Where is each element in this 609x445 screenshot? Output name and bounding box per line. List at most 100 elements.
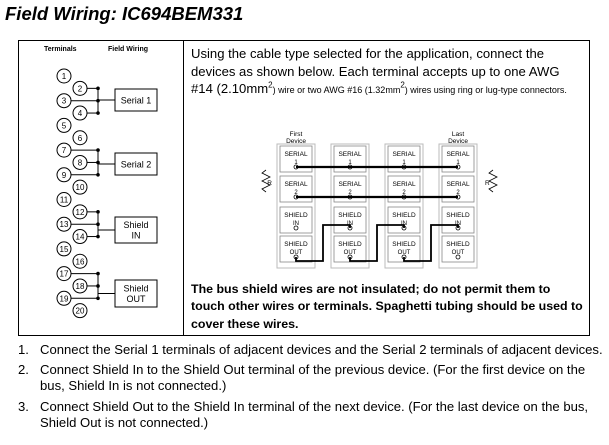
first-device-label: Device <box>286 138 306 145</box>
device-terminal-sub: 1 <box>456 160 460 166</box>
terminal-group-label: Shield <box>123 220 148 230</box>
terminal-group-label: IN <box>132 231 141 241</box>
device-terminal-sub: 1 <box>402 160 406 166</box>
terminal-number: 1 <box>62 72 67 81</box>
list-text: Connect the Serial 1 terminals of adjace… <box>40 342 603 357</box>
device-terminal-screw <box>455 254 461 260</box>
terminal-circle <box>56 68 72 84</box>
device-terminal-sub: 2 <box>294 190 298 196</box>
shield-jumper-wire <box>403 224 459 262</box>
list-item: 2. Connect Shield In to the Shield Out te… <box>18 362 603 394</box>
list-number: 3. <box>18 398 29 414</box>
junction-dot <box>96 111 100 115</box>
device-terminal-sub: 1 <box>348 160 352 166</box>
terminal-circle <box>56 167 72 183</box>
device-terminal-label: SHIELD <box>284 241 308 248</box>
termination-resistor-label: R <box>485 180 490 187</box>
terminal-number: 8 <box>78 158 83 167</box>
list-item: 3. Connect Shield Out to the Shield In te… <box>18 399 603 431</box>
device-terminal-sub: IN <box>401 221 407 227</box>
device-terminal-sub: IN <box>347 221 353 227</box>
terminal-circle <box>72 253 88 269</box>
last-device-label: Last <box>452 131 464 138</box>
terminal-circle <box>72 154 88 170</box>
junction-dot <box>96 271 100 276</box>
device-terminal-sub: OUT <box>290 250 303 256</box>
junction-dot <box>96 160 100 165</box>
terminal-number: 5 <box>62 121 67 130</box>
terminal-group-label: Shield <box>123 284 148 294</box>
device-terminal-label: SHIELD <box>392 241 416 248</box>
termination-resistor-label: R <box>267 180 272 187</box>
last-device-label: Device <box>448 138 468 145</box>
device-terminal-sub: 1 <box>294 160 298 166</box>
terminals-column-header: Terminals <box>44 46 77 53</box>
device-terminal-label: SHIELD <box>284 212 308 219</box>
terminal-group-box <box>114 279 158 308</box>
device-terminal-label: SERIAL <box>284 181 308 188</box>
device-terminal-label: SHIELD <box>446 241 470 248</box>
device-terminal-box <box>333 206 367 234</box>
intro-sup-1: 2 <box>268 81 273 91</box>
device-terminal-label: SERIAL <box>338 181 362 188</box>
terminal-circle <box>56 241 72 257</box>
device-terminal-label: SERIAL <box>284 151 308 158</box>
page-title: Field Wiring: IC694BEM331 <box>5 3 244 24</box>
terminal-number: 10 <box>76 183 85 192</box>
device-terminal-label: SHIELD <box>338 241 362 248</box>
terminal-circle <box>56 192 72 207</box>
terminal-circle <box>56 93 72 109</box>
device-terminal-sub: 2 <box>456 190 460 196</box>
junction-dot <box>96 86 100 91</box>
junction-dot <box>96 234 100 239</box>
terminal-number: 16 <box>76 257 85 266</box>
intro-text-2: ) wire or two AWG #16 (1.32mm <box>272 85 401 96</box>
terminal-circle <box>72 278 88 294</box>
device-terminal-sub: IN <box>293 221 299 227</box>
terminal-circle <box>72 179 88 195</box>
list-number: 2. <box>18 362 29 378</box>
terminal-circle <box>56 142 72 158</box>
figure-divider <box>183 40 184 336</box>
terminal-circle <box>56 117 72 133</box>
terminal-number: 6 <box>78 134 83 143</box>
terminal-number: 11 <box>60 196 69 205</box>
terminal-circle <box>72 229 88 245</box>
list-number: 1. <box>18 342 29 357</box>
device-terminal-label: SHIELD <box>446 212 470 219</box>
device-terminal-sub: 2 <box>402 190 406 196</box>
terminal-circle <box>56 266 72 282</box>
junction-dot <box>96 296 100 301</box>
terminal-number: 9 <box>62 171 67 180</box>
device-terminal-sub: OUT <box>452 250 465 256</box>
junction-dot <box>96 222 100 226</box>
field-wiring-column-header: Field Wiring <box>108 46 148 53</box>
device-outline <box>438 143 478 269</box>
device-terminal-sub: IN <box>455 221 461 227</box>
device-terminal-label: SHIELD <box>392 212 416 219</box>
shield-jumper-wire <box>349 224 405 262</box>
terminal-number: 4 <box>78 109 83 118</box>
device-terminal-sub: 2 <box>348 190 352 196</box>
list-text: Connect Shield Out to the Shield In term… <box>40 398 589 430</box>
terminal-number: 18 <box>76 282 85 291</box>
terminal-group-label: Serial 1 <box>121 96 152 106</box>
terminal-circle <box>72 105 88 121</box>
terminal-number: 20 <box>76 307 85 316</box>
shield-warning-note: The bus shield wires are not insulated; … <box>191 282 583 331</box>
terminal-circle <box>56 290 72 306</box>
terminal-number: 15 <box>60 245 69 254</box>
device-outline <box>330 143 370 269</box>
list-text: Connect Shield In to the Shield Out term… <box>40 362 586 394</box>
terminal-number: 3 <box>62 97 67 106</box>
terminal-circle <box>72 303 88 319</box>
list-item: 1. Connect the Serial 1 terminals of adja… <box>18 342 603 358</box>
junction-dot <box>96 284 100 288</box>
resistor-right <box>488 169 498 193</box>
junction-dot <box>96 148 100 152</box>
device-terminal-label: SERIAL <box>338 151 362 158</box>
terminal-circle <box>56 216 72 232</box>
device-terminal-label: SERIAL <box>392 151 416 158</box>
